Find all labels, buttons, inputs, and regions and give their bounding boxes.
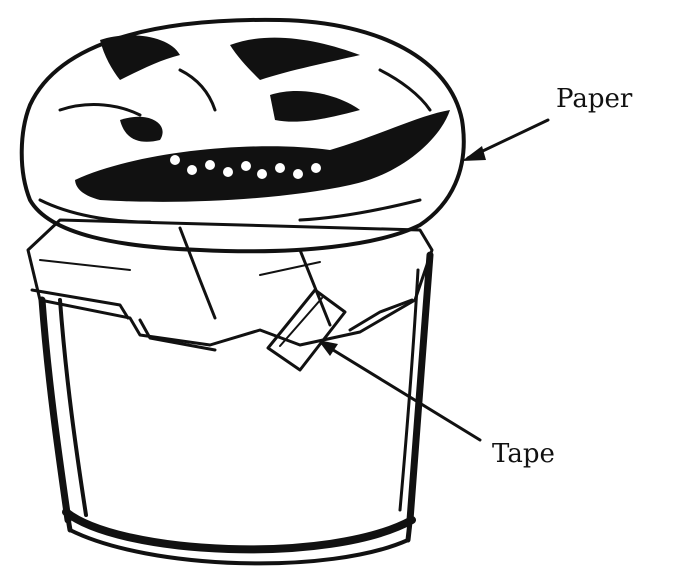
tape-label: Tape [492, 439, 555, 469]
paper-leader [462, 120, 548, 161]
tape-strip [268, 290, 345, 370]
paper-top [22, 20, 464, 251]
paper-label: Paper [556, 84, 633, 114]
tape-leader [318, 340, 480, 440]
